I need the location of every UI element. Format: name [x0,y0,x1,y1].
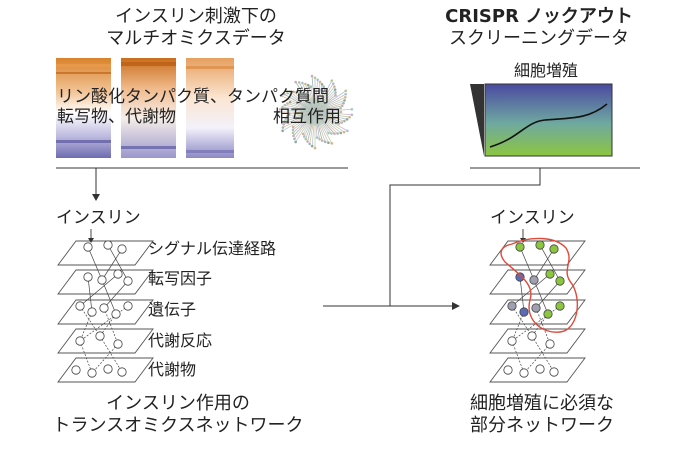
network-node [545,339,555,349]
network-node [507,301,517,311]
network-node [515,272,525,282]
left-caption-line1: インスリン作用の [106,393,250,414]
layer-label-gene: 遺伝子 [148,300,197,319]
network-node [527,331,537,341]
layer-plane [57,240,154,266]
network-node [87,368,97,378]
heatmap-transcript [121,58,176,158]
heatmap-metabolite [186,58,234,158]
network-node [555,276,565,286]
network-node [507,336,517,346]
layer-plane [57,328,154,354]
network-node [545,269,555,279]
network-node [95,331,105,341]
network-node [519,368,529,378]
network-node [75,336,85,346]
multiomics-title-line2: マルチオミクスデータ [106,28,286,49]
network-node [99,303,109,313]
omics-label-line2-right: 相互作用 [273,107,341,127]
network-node [529,275,539,285]
omics-label-line1: リン酸化タンパク質、タンパク質間 [57,87,329,107]
left-insulin-label: インスリン [56,208,141,228]
network-node [123,276,133,286]
network-node [535,364,545,374]
crispr-title-line2: スクリーニングデータ [449,28,629,49]
network-node [97,275,107,285]
heatmap-panels [56,58,234,158]
proliferation-curve [489,103,608,148]
network-node [531,303,541,313]
network-node [555,301,565,311]
layer-plane [489,240,586,266]
network-node [535,240,545,250]
network-node [515,242,525,252]
layer-plane [489,328,586,354]
proliferation-plot [484,83,613,157]
layer-label-metabolite: 代謝物 [148,360,197,379]
network-node [117,367,127,377]
network-node [111,309,121,319]
network-node [83,272,93,282]
right-arrow-icon [452,302,460,310]
connector-line [389,168,541,306]
right-insulin-label: インスリン [490,208,575,228]
network-node [503,365,513,375]
network-node [113,339,123,349]
crispr-chart [470,83,613,157]
left-network [57,229,154,383]
network-node [103,240,113,250]
network-node [549,367,559,377]
layer-label-reaction: 代謝反応 [148,331,213,350]
ppi-network-icon [276,74,354,150]
network-node [75,301,85,311]
right-caption-line1: 細胞増殖に必須な [470,393,614,414]
chart-label: 細胞増殖 [513,61,579,80]
network-node [113,269,123,279]
essential-subnetwork-outline [500,237,579,333]
network-node [549,244,559,254]
crispr-title-line1: CRISPR ノックアウト [445,6,633,27]
network-node [543,309,553,319]
network-node [87,307,97,317]
network-node [123,301,133,311]
down-arrow-icon [92,194,100,201]
omics-label-line2-left: 転写物、代謝物 [57,107,176,127]
network-node [117,244,127,254]
right-caption-line2: 部分ネットワーク [470,415,614,436]
network-node [83,242,93,252]
ranking-wedge [470,84,484,156]
network-node [519,307,529,317]
left-caption-line2: トランスオミクスネットワーク [52,415,304,436]
multiomics-title-line1: インスリン刺激下の [115,6,277,27]
layer-label-tf: 転写因子 [148,269,213,288]
network-node [103,364,113,374]
network-node [71,365,81,375]
right-network [489,229,586,383]
layer-label-signaling: シグナル伝達経路 [148,239,277,258]
